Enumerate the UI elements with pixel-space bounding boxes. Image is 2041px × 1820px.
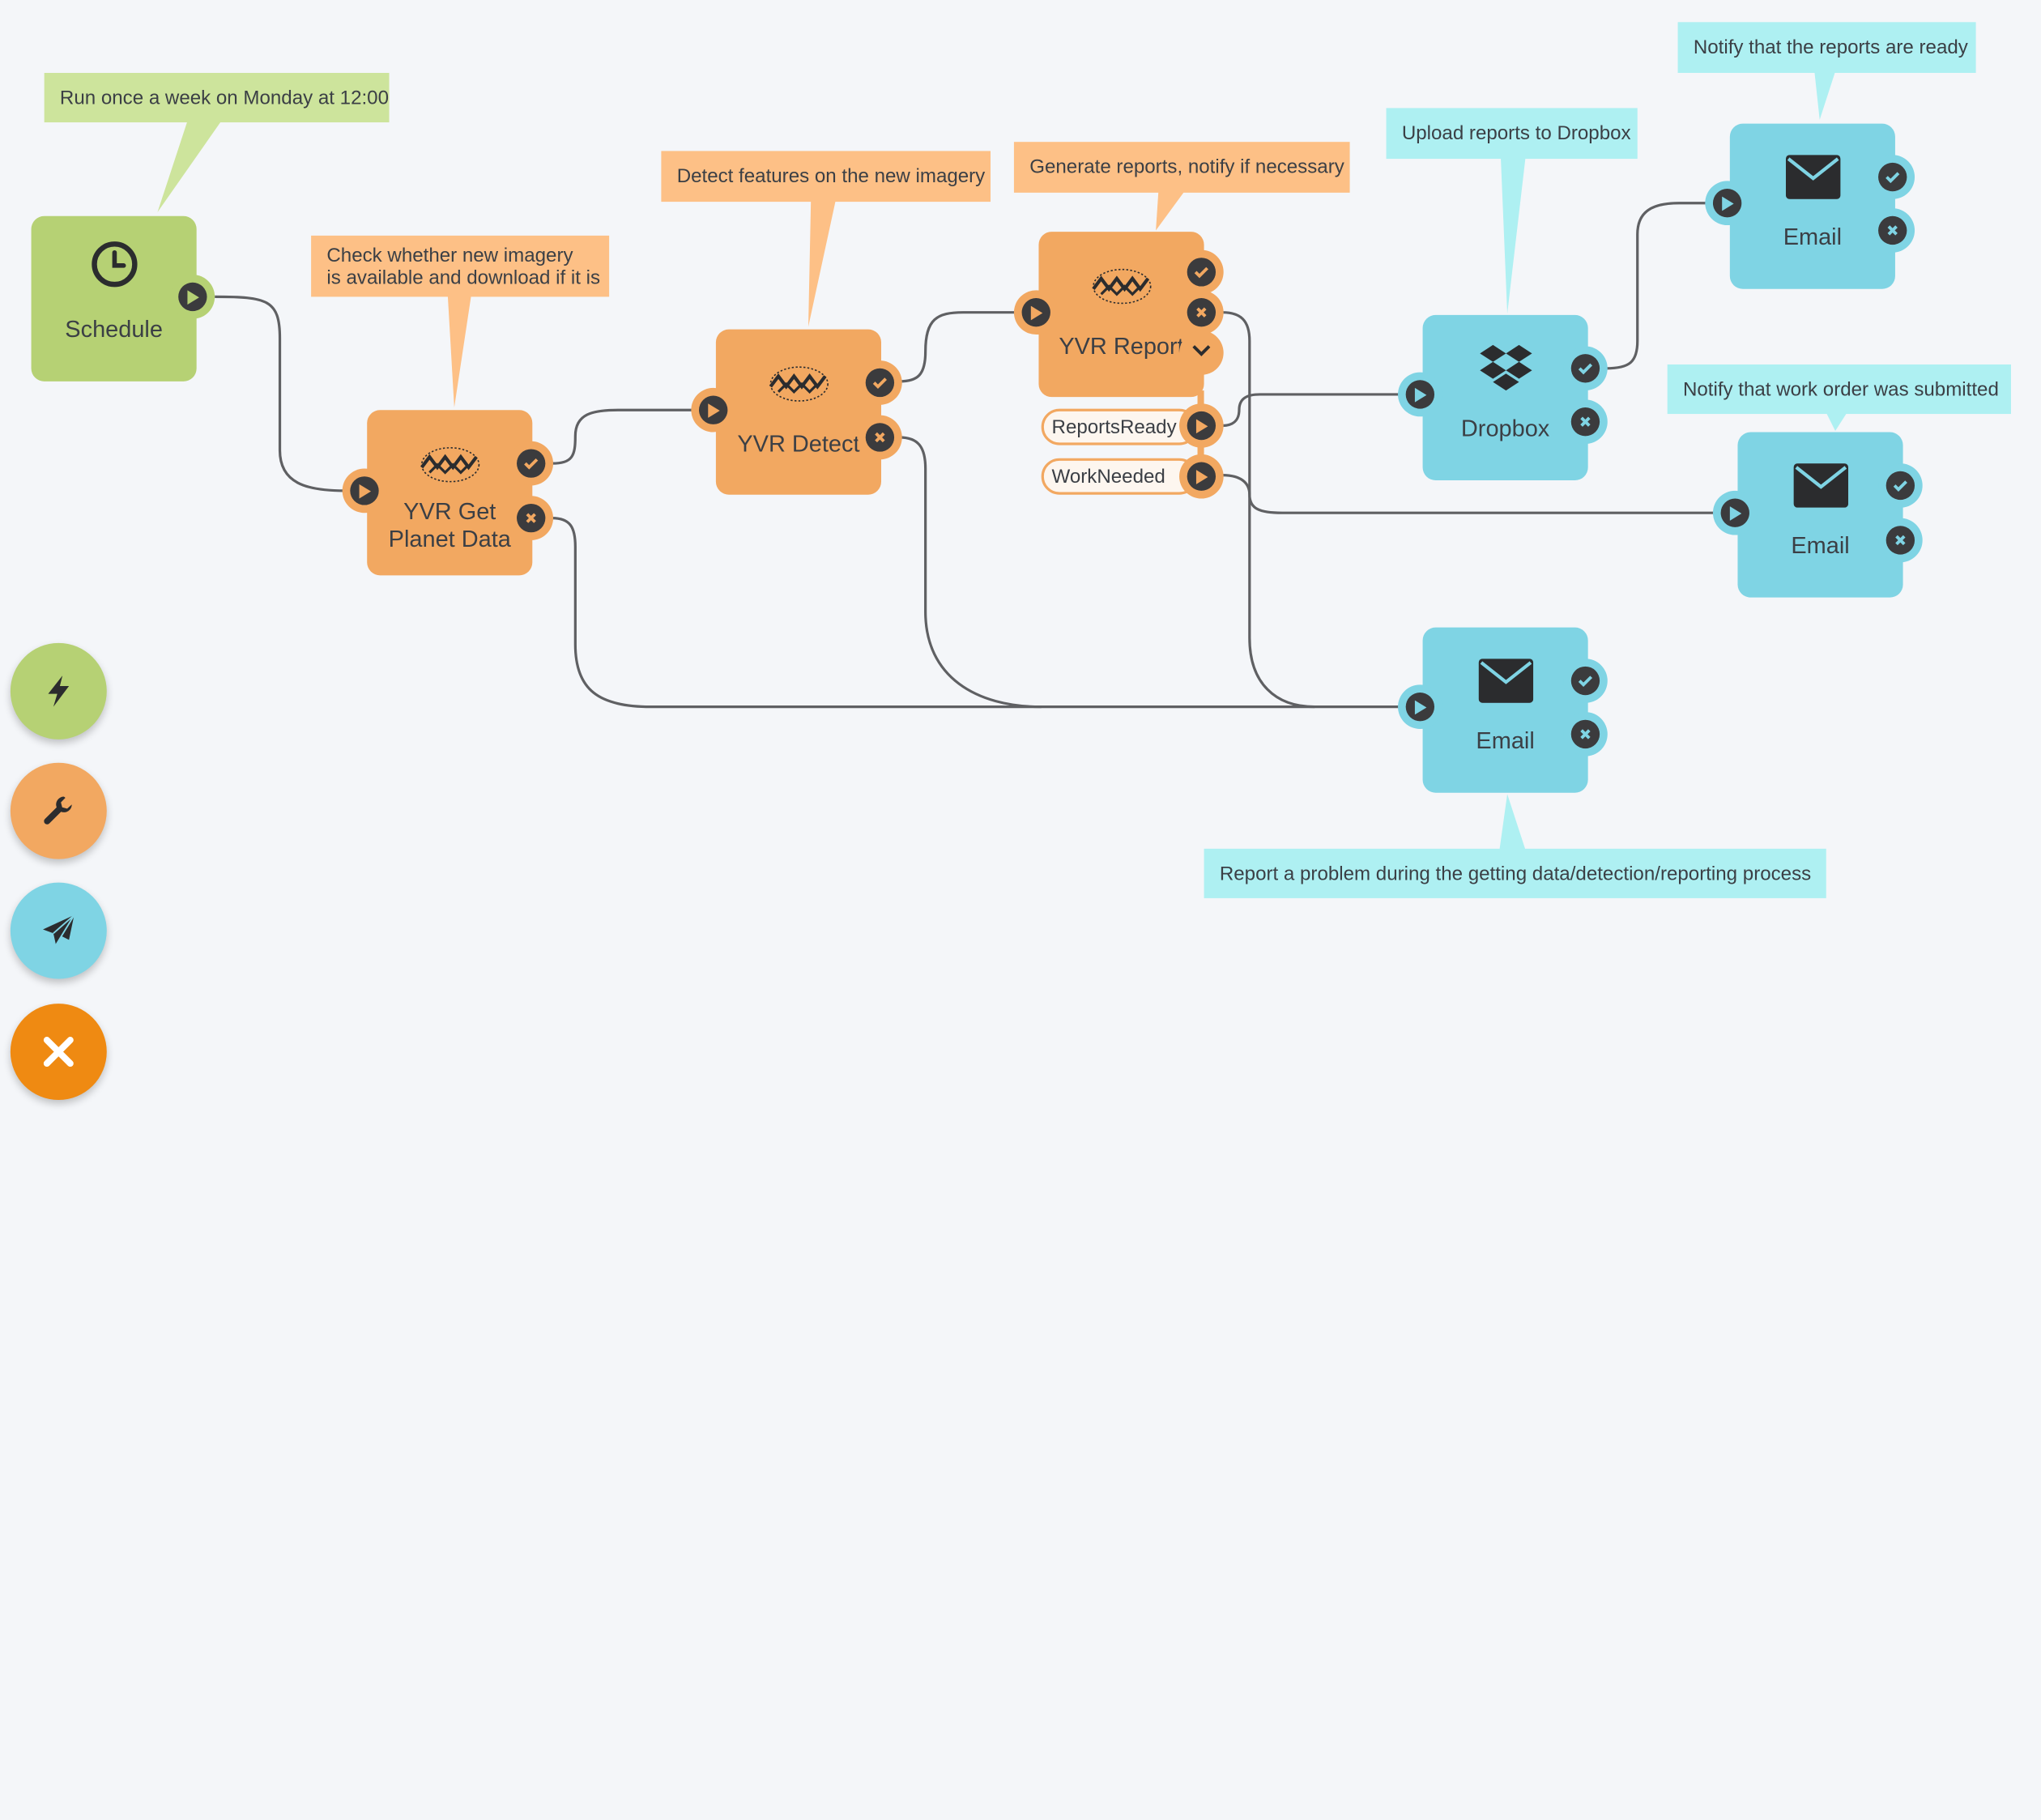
wrench-icon [44,796,72,825]
annotation-email-work-text: Notify that work order was submitted [1682,377,1999,401]
annotation-email-problem-text: Report a problem during the getting data… [1219,862,1812,885]
annotation-schedule-tail [157,121,222,212]
port-email-work-success[interactable] [1878,463,1923,508]
annotation-get-data-tail [447,295,471,408]
wire-dropbox-to-email-ready [1606,202,1707,370]
annotation-dropbox-tail [1500,157,1526,314]
annotation-get-data-line2: is available and download if it is [326,266,601,288]
port-workneeded[interactable] [1179,454,1224,499]
wire-report-fail-to-email-problem [1222,311,1315,709]
port-email-problem-failure[interactable] [1563,712,1608,757]
annotation-dropbox-text: Upload reports to Dropbox [1401,122,1631,145]
envelope-icon [1730,155,1895,207]
node-email-problem[interactable]: Email [1422,627,1588,793]
port-report-failure[interactable] [1179,290,1224,335]
wire-getdata-fail-to-email-problem [552,517,1400,709]
output-workneeded[interactable]: WorkNeeded [1041,458,1198,495]
port-get-data-input[interactable] [342,468,387,514]
annotation-schedule: Run once a week on Monday at 12:00 [44,72,390,123]
port-detect-success[interactable] [858,360,902,405]
close-button[interactable] [10,1004,107,1100]
wire-detect-to-report [899,311,1017,383]
port-schedule-output[interactable] [170,275,215,319]
node-dropbox[interactable]: Dropbox [1422,314,1588,481]
port-email-ready-success[interactable] [1870,155,1915,199]
annotation-email-work-tail [1826,412,1847,431]
port-dropbox-failure[interactable] [1563,399,1608,445]
wire-workneeded-to-email-work [1222,473,1715,514]
wire-schedule-to-getdata [215,295,345,492]
dropbox-icon [1423,343,1588,395]
annotation-report-tail [1156,191,1185,231]
port-email-work-input[interactable] [1712,490,1758,535]
port-dropbox-input[interactable] [1398,372,1442,417]
annotation-detect: Detect features on the new imagery [661,151,991,202]
annotation-report: Generate reports, notify if necessary [1013,142,1350,193]
annotation-email-work: Notify that work order was submitted [1667,364,2011,415]
port-detect-input[interactable] [691,387,736,433]
node-get-data-label-line2: Planet Data [388,526,511,552]
port-detect-failure[interactable] [858,415,902,460]
annotation-email-ready-text: Notify that the reports are ready [1693,36,1968,59]
port-email-problem-input[interactable] [1398,684,1442,729]
annotation-email-problem-tail [1499,794,1526,850]
node-email-ready[interactable]: Email [1729,123,1895,289]
annotation-get-data: Check whether new imagery is available a… [311,235,610,297]
annotation-email-problem: Report a problem during the getting data… [1204,848,1826,898]
port-email-ready-failure[interactable] [1870,208,1915,253]
node-schedule-label: Schedule [65,316,163,343]
triggers-button[interactable] [10,642,107,740]
port-report-success[interactable] [1179,249,1224,295]
envelope-icon [1737,463,1903,515]
annotation-dropbox: Upload reports to Dropbox [1386,108,1638,160]
actions-button[interactable] [10,882,107,979]
transformations-button[interactable] [10,762,107,859]
node-email-problem-label: Email [1476,727,1535,754]
close-icon [43,1037,74,1068]
node-email-ready-label: Email [1783,224,1843,250]
node-schedule[interactable]: Schedule [31,215,197,381]
node-email-work[interactable]: Email [1737,432,1903,598]
annotation-get-data-line1: Check whether new imagery [326,244,573,266]
annotation-report-text: Generate reports, notify if necessary [1029,156,1344,179]
port-email-work-failure[interactable] [1878,518,1923,563]
annotation-schedule-text: Run once a week on Monday at 12:00 [59,86,389,109]
paper-plane-icon [43,914,75,946]
annotation-email-ready-tail [1814,71,1836,120]
port-report-input[interactable] [1013,290,1059,335]
port-get-data-failure[interactable] [509,496,554,540]
node-get-data-label-line1: YVR Get [403,498,496,525]
port-email-ready-input[interactable] [1705,181,1749,226]
fme-logo-icon [1038,266,1204,318]
annotation-email-ready: Notify that the reports are ready [1677,22,1976,73]
wire-getdata-to-detect [552,408,696,465]
node-report-label: YVR Report [1059,333,1184,360]
wire-reportsready-to-dropbox [1221,393,1400,428]
node-yvr-get-planet-data[interactable]: YVR Get Planet Data [367,410,533,576]
output-reportsready-label: ReportsReady [1051,416,1177,438]
node-yvr-report[interactable]: YVR Report [1038,232,1204,398]
annotation-detect-tail [808,200,836,327]
envelope-icon [1423,659,1588,710]
node-dropbox-label: Dropbox [1460,415,1550,441]
node-email-work-label: Email [1791,532,1850,559]
wire-detect-fail-to-email-problem [899,436,1042,709]
port-get-data-success[interactable] [509,441,554,486]
port-report-expand[interactable] [1179,330,1224,375]
output-reportsready[interactable]: ReportsReady [1041,408,1198,445]
port-reportsready[interactable] [1179,403,1224,448]
node-detect-label: YVR Detect [737,430,860,458]
chevron-down-icon [1191,341,1212,364]
port-email-problem-success[interactable] [1563,659,1608,703]
port-dropbox-success[interactable] [1563,346,1608,391]
fme-logo-icon [367,444,532,496]
fme-logo-icon [716,363,881,415]
clock-icon [32,240,197,292]
annotation-detect-text: Detect features on the new imagery [676,165,986,188]
node-yvr-detect[interactable]: YVR Detect [715,329,882,495]
output-workneeded-label: WorkNeeded [1051,465,1165,488]
lightning-bolt-icon [48,676,70,707]
